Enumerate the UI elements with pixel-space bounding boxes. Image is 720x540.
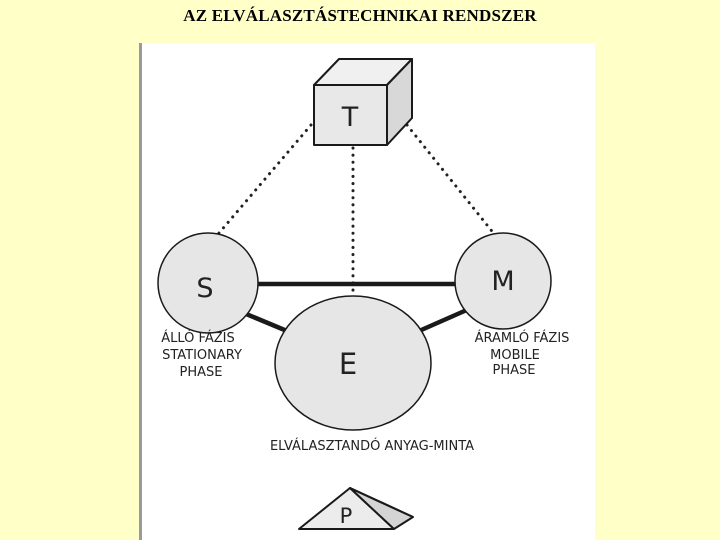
mobile-phase-circle — [454, 232, 552, 330]
separation-system-diagram: T S M E ÁLLÓ FÁZIS STATIONARY PHASE ÁRAM… — [139, 43, 595, 540]
technique-letter: T — [341, 102, 359, 133]
diagram-panel: T S M E ÁLLÓ FÁZIS STATIONARY PHASE ÁRAM… — [139, 43, 595, 540]
technique-cube — [313, 58, 413, 146]
product-letter: P — [340, 504, 353, 528]
mobile-caption-line-2: MOBILE — [490, 348, 540, 363]
product-pyramid — [298, 487, 414, 530]
mobile-caption-line-3: PHASE — [493, 363, 536, 378]
solid-link-e-m — [416, 306, 472, 334]
sample-caption: ELVÁLASZTANDÓ ANYAG-MINTA — [270, 438, 474, 454]
dotted-link-t-s — [200, 123, 313, 255]
sample-circle — [274, 295, 432, 431]
stationary-caption-line-3: PHASE — [180, 365, 223, 380]
slide-title: AZ ELVÁLASZTÁSTECHNIKAI RENDSZER — [183, 6, 537, 25]
sample-letter: E — [339, 347, 357, 381]
dotted-link-t-m — [405, 123, 513, 257]
stationary-phase-circle — [157, 232, 259, 334]
mobile-caption-line-1: ÁRAMLÓ FÁZIS — [475, 330, 570, 346]
mobile-phase-letter: M — [491, 266, 514, 297]
stationary-caption-line-2: STATIONARY — [162, 348, 242, 363]
stationary-phase-letter: S — [196, 273, 213, 304]
panel-left-edge — [139, 43, 142, 540]
stationary-caption-line-1: ÁLLÓ FÁZIS — [161, 330, 234, 346]
